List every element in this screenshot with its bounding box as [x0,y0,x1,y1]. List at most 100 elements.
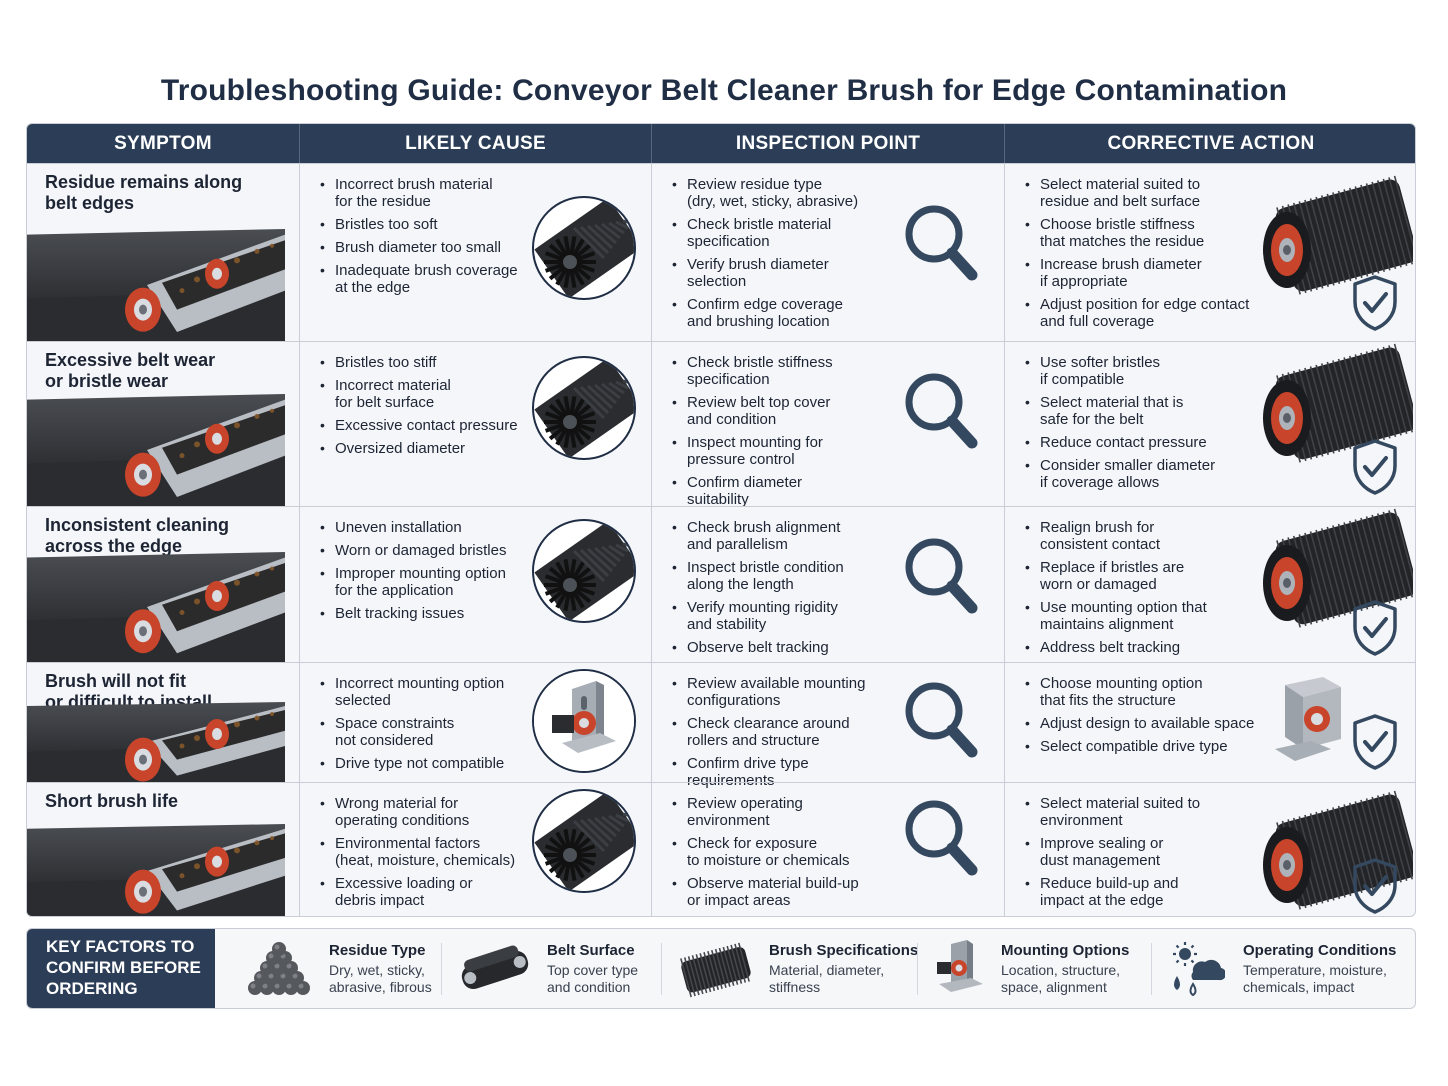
key-factor-title: Brush Specifications [769,942,919,959]
key-factor-description: Top cover type and condition [547,962,639,995]
inspection-point-cell: Check brush alignment and parallelismIns… [651,507,1004,662]
list-item: Worn or damaged bristles [320,542,506,559]
symptom-cell: Brush will not fit or difficult to insta… [27,663,299,782]
list-item: Confirm edge coverage and brushing locat… [672,296,858,330]
conveyor-belt-image [27,394,285,506]
key-factor-title: Belt Surface [547,942,635,959]
list-item: Improper mounting option for the applica… [320,565,506,599]
key-factor-divider [1151,943,1152,995]
list-item: Check bristle material specification [672,216,858,250]
list-item: Review available mounting configurations [672,675,865,709]
list-item: Select compatible drive type [1025,738,1254,755]
list-item: Incorrect brush material for the residue [320,176,518,210]
key-factor-title: Mounting Options [1001,942,1130,959]
list-item: Observe material build-up or impact area… [672,875,859,909]
magnifier-graphic [905,538,978,614]
belt-surface-icon [455,940,535,1003]
symptom-cell: Residue remains along belt edges [27,164,299,341]
list-item: Improve sealing or dust management [1025,835,1200,869]
shield-check-icon [1351,438,1399,501]
header-inspection-point: INSPECTION POINT [651,124,1004,163]
magnifier-graphic [905,205,978,281]
bullet-list: Review operating environmentCheck for ex… [672,795,859,915]
list-item: Environmental factors (heat, moisture, c… [320,835,515,869]
list-item: Use softer bristles if compatible [1025,354,1215,388]
bullet-list: Select material suited to environmentImp… [1025,795,1200,915]
mounting-bracket-icon [931,940,991,1003]
list-item: Replace if bristles are worn or damaged [1025,559,1207,593]
magnifier-icon [902,797,982,886]
list-item: Select material that is safe for the bel… [1025,394,1215,428]
list-item: Uneven installation [320,519,506,536]
table-row: Inconsistent cleaning across the edge Un… [27,506,1415,662]
key-factor-description: Temperature, moisture, chemicals, impact [1243,962,1387,995]
key-factors-label-text: KEY FACTORS TO CONFIRM BEFORE ORDERING [46,937,201,998]
symptom-cell: Inconsistent cleaning across the edge [27,507,299,662]
list-item: Realign brush for consistent contact [1025,519,1207,553]
bullet-list: Review residue type (dry, wet, sticky, a… [672,176,858,336]
list-item: Select material suited to residue and be… [1025,176,1249,210]
list-item: Check brush alignment and parallelism [672,519,844,553]
magnifier-graphic [905,373,978,449]
brush-end-image [532,196,636,300]
symptom-title: Inconsistent cleaning across the edge [45,515,230,556]
corrective-action-cell: Select material suited to environmentImp… [1004,783,1415,916]
brush-end-image [532,789,636,893]
inspection-point-cell: Check bristle stiffness specificationRev… [651,342,1004,508]
troubleshooting-table: SYMPTOM LIKELY CAUSE INSPECTION POINT CO… [26,123,1416,917]
key-factor-description: Material, diameter, stiffness [769,962,885,995]
bullet-list: Wrong material for operating conditionsE… [320,795,515,915]
conveyor-belt-image [27,552,285,662]
list-item: Inadequate brush coverage at the edge [320,262,518,296]
list-item: Confirm drive type requirements [672,755,865,789]
table-row: Short brush life Wrong material for oper… [27,782,1415,916]
list-item: Check bristle stiffness specification [672,354,833,388]
inspection-point-cell: Review operating environmentCheck for ex… [651,783,1004,916]
list-item: Consider smaller diameter if coverage al… [1025,457,1215,491]
brush-roller-image [1253,507,1415,642]
key-factor-divider [661,943,662,995]
list-item: Space constraints not considered [320,715,504,749]
list-item: Drive type not compatible [320,755,504,772]
shield-check-icon [1351,274,1399,337]
table-header: SYMPTOM LIKELY CAUSE INSPECTION POINT CO… [27,124,1415,163]
corrective-action-cell: Select material suited to residue and be… [1004,164,1415,341]
conveyor-belt-image [27,229,285,341]
brush-roller-image [1253,789,1415,916]
bullet-list: Uneven installationWorn or damaged brist… [320,519,506,628]
list-item: Bristles too soft [320,216,518,233]
weather-icon [1165,940,1227,1003]
bullet-list: Check bristle stiffness specificationRev… [672,354,833,514]
bullet-list: Review available mounting configurations… [672,675,865,795]
list-item: Choose bristle stiffness that matches th… [1025,216,1249,250]
list-item: Reduce contact pressure [1025,434,1215,451]
list-item: Increase brush diameter if appropriate [1025,256,1249,290]
list-item: Oversized diameter [320,440,518,457]
list-item: Inspect bristle condition along the leng… [672,559,844,593]
shield-check-icon [1351,599,1399,662]
bullet-list: Use softer bristles if compatibleSelect … [1025,354,1215,497]
shield-check-graphic [1353,275,1397,331]
brush-end-image [532,519,636,623]
shield-check-icon [1351,857,1399,916]
list-item: Inspect mounting for pressure control [672,434,833,468]
header-likely-cause: LIKELY CAUSE [299,124,651,163]
corrective-action-cell: Realign brush for consistent contactRepl… [1004,507,1415,662]
list-item: Bristles too stiff [320,354,518,371]
key-factors-bar: KEY FACTORS TO CONFIRM BEFORE ORDERING R… [26,928,1416,1009]
list-item: Incorrect material for belt surface [320,377,518,411]
table-row: Residue remains along belt edges Incorre… [27,163,1415,341]
list-item: Verify mounting rigidity and stability [672,599,844,633]
list-item: Confirm diameter suitability [672,474,833,508]
likely-cause-cell: Bristles too stiffIncorrect material for… [299,342,651,506]
list-item: Excessive loading or debris impact [320,875,515,909]
page-title: Troubleshooting Guide: Conveyor Belt Cle… [160,74,1288,107]
list-item: Reduce build-up and impact at the edge [1025,875,1200,909]
key-factor-description: Dry, wet, sticky, abrasive, fibrous [329,962,432,995]
bullet-list: Choose mounting option that fits the str… [1025,675,1254,761]
likely-cause-cell: Uneven installationWorn or damaged brist… [299,507,651,662]
key-factor-description: Location, structure, space, alignment [1001,962,1121,995]
brush-icon [675,940,755,1003]
